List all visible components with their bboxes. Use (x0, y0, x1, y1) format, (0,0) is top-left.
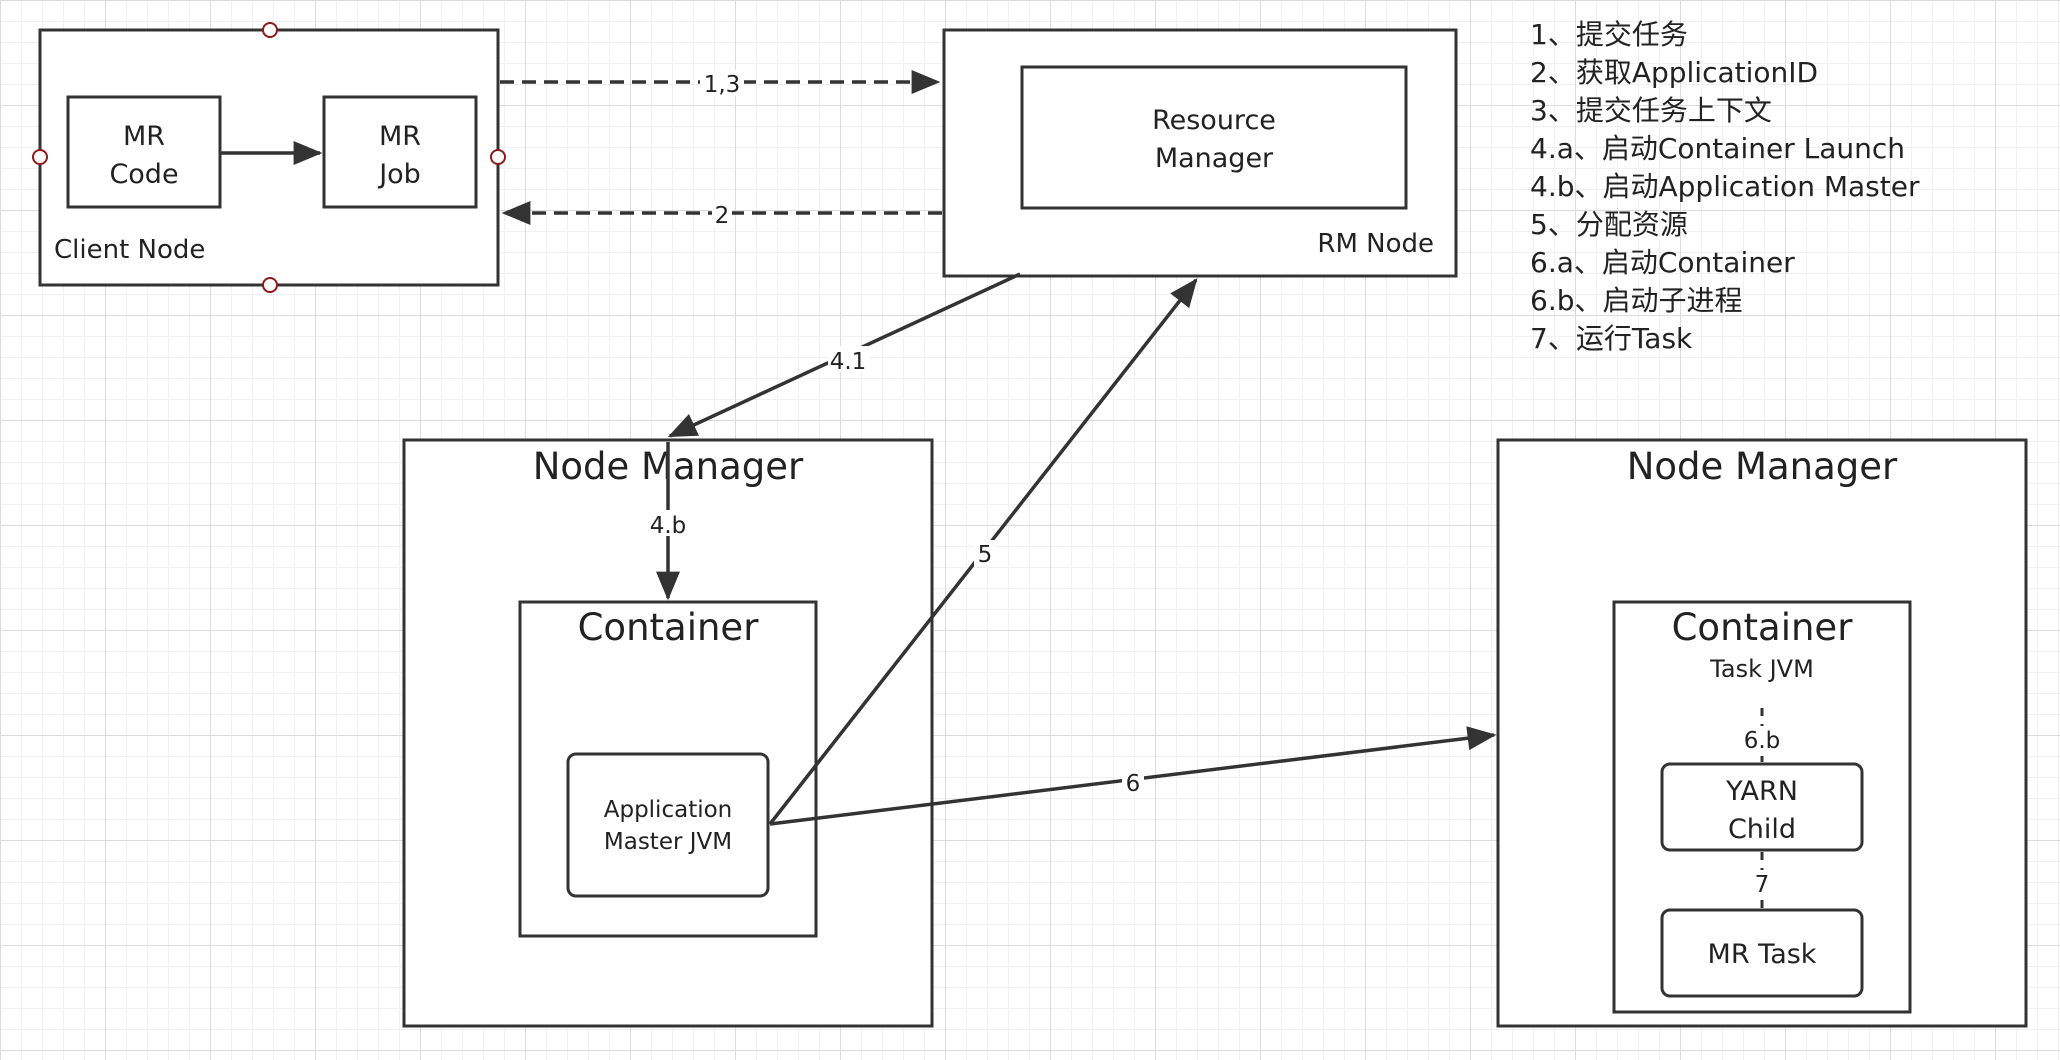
yarn-child-box[interactable]: YARN Child (1660, 762, 1864, 852)
edge-label-bg-4b (646, 510, 690, 536)
edge-label-bg-2 (712, 201, 732, 227)
container-right-subtitle: Task JVM (1709, 655, 1814, 683)
mr-code-label-line2: Code (109, 159, 178, 190)
legend-step-4a: 4.a、启动Container Launch (1530, 132, 1905, 165)
edge-label-6: 6 (1126, 771, 1141, 797)
rm-node[interactable]: Resource Manager RM Node (942, 28, 1458, 278)
resource-manager-label-line1: Resource (1152, 105, 1276, 136)
container-right-title: Container (1672, 606, 1854, 649)
mr-code-box[interactable]: MR Code (66, 95, 222, 209)
edge-label-2: 2 (715, 203, 730, 229)
legend-step-6a: 6.a、启动Container (1530, 246, 1795, 279)
edge-label-bg-41 (828, 346, 870, 372)
edge-label-bg-7 (1752, 870, 1772, 896)
legend-step-3: 3、提交任务上下文 (1530, 94, 1772, 127)
edge-label-bg-13 (700, 70, 744, 96)
mr-job-label-line2: Job (377, 159, 421, 190)
mr-code-label-line1: MR (123, 121, 165, 152)
client-node-label: Client Node (54, 235, 205, 265)
container-left-title: Container (578, 606, 760, 649)
legend-step-1: 1、提交任务 (1530, 18, 1688, 51)
edge-label-bg-6b (1740, 726, 1784, 752)
edge-label-13: 1,3 (704, 72, 741, 98)
step-legend: 1、提交任务 2、获取ApplicationID 3、提交任务上下文 4.a、启… (1530, 18, 1920, 355)
client-node[interactable]: MR Code MR Job Client Node (32, 22, 506, 293)
yarn-child-label-line1: YARN (1725, 776, 1798, 807)
mr-task-box[interactable]: MR Task (1660, 908, 1864, 998)
edge-label-bg-6 (1122, 769, 1144, 795)
resize-handle-left[interactable] (32, 149, 48, 165)
legend-step-2: 2、获取ApplicationID (1530, 56, 1818, 89)
legend-step-5: 5、分配资源 (1530, 208, 1688, 241)
edge-label-5: 5 (978, 542, 993, 568)
app-master-label-line1: Application (604, 797, 733, 823)
rm-node-label: RM Node (1317, 229, 1434, 259)
edge-label-4b: 4.b (650, 513, 687, 539)
resource-manager-box[interactable]: Resource Manager (1020, 65, 1408, 210)
edge-label-bg-5 (974, 540, 996, 566)
resize-handle-bottom[interactable] (262, 277, 278, 293)
node-manager-right[interactable]: Node Manager Container Task JVM YARN Chi… (1496, 438, 2028, 1028)
yarn-child-label-line2: Child (1728, 814, 1796, 845)
edge-label-41: 4.1 (830, 349, 867, 375)
mr-job-box[interactable]: MR Job (322, 95, 478, 209)
resize-handle-right[interactable] (490, 149, 506, 165)
container-left[interactable]: Container Application Master JVM (518, 600, 818, 938)
resize-handle-top[interactable] (262, 22, 278, 38)
app-master-label-line2: Master JVM (604, 829, 732, 855)
legend-step-7: 7、运行Task (1530, 322, 1693, 355)
application-master-jvm-box[interactable]: Application Master JVM (566, 752, 770, 898)
mr-task-label: MR Task (1708, 939, 1817, 970)
edge-label-7: 7 (1755, 872, 1770, 898)
edge-label-6b: 6.b (1744, 728, 1781, 754)
node-manager-right-title: Node Manager (1627, 445, 1898, 488)
mr-job-label-line1: MR (379, 121, 421, 152)
resource-manager-label-line2: Manager (1155, 143, 1274, 174)
container-right[interactable]: Container Task JVM YARN Child MR Task (1612, 600, 1912, 1014)
legend-step-4b: 4.b、启动Application Master (1530, 170, 1920, 203)
legend-step-6b: 6.b、启动子进程 (1530, 284, 1743, 317)
